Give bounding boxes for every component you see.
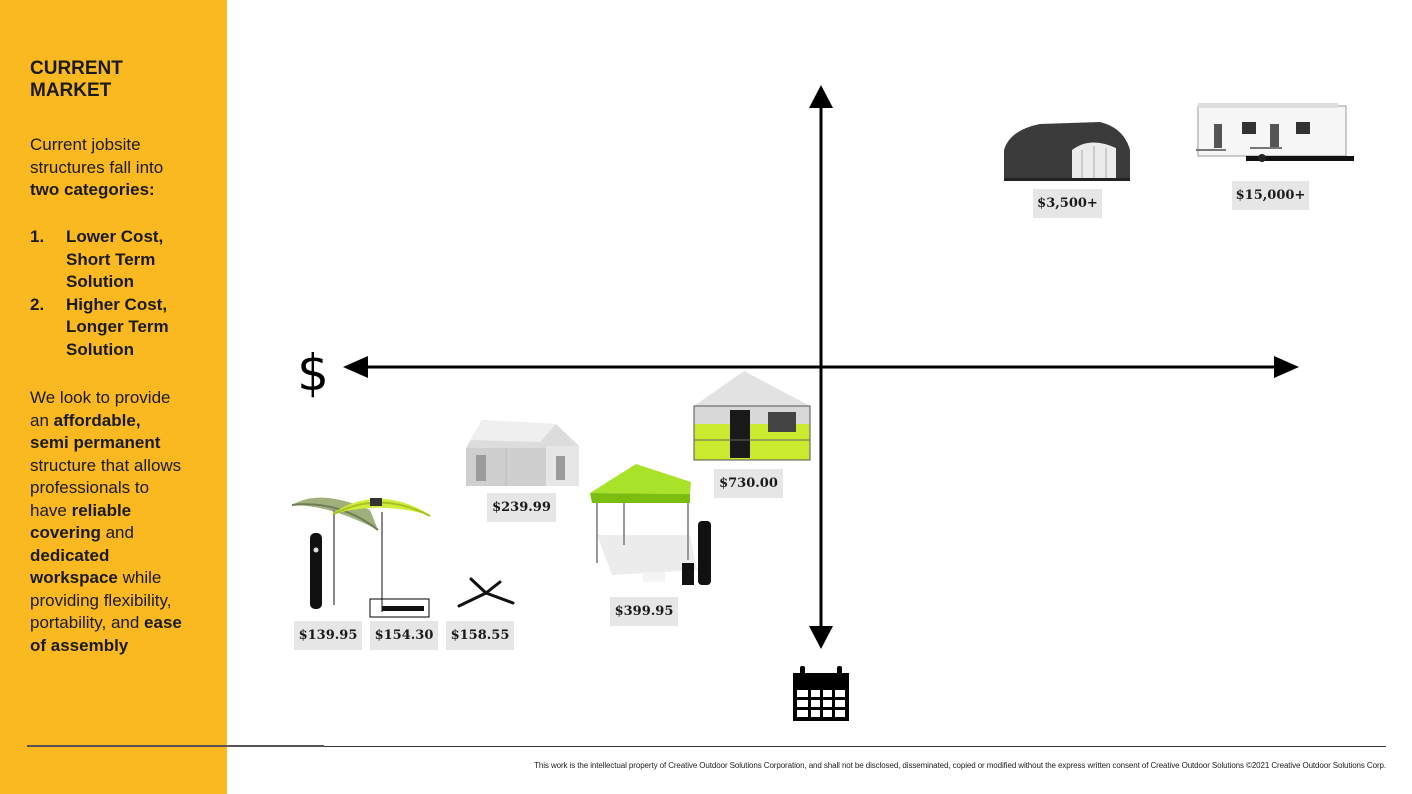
price-tag: $15,000+ bbox=[1232, 181, 1309, 210]
footer-copyright: This work is the intellectual property o… bbox=[534, 761, 1386, 770]
lime-canopy-image bbox=[590, 464, 711, 585]
footer-divider-accent bbox=[27, 745, 324, 747]
sidebar-intro: Current jobsite structures fall into two… bbox=[30, 135, 164, 199]
price-tag: $399.95 bbox=[610, 597, 678, 626]
price-tag: $154.30 bbox=[370, 621, 438, 650]
sidebar-title: CURRENT MARKET bbox=[30, 58, 123, 101]
price-tag: $3,500+ bbox=[1033, 189, 1102, 218]
sidebar-body: We look to provide an affordable, semi p… bbox=[30, 388, 182, 655]
white-canopy-image bbox=[466, 420, 579, 486]
price-tag: $239.99 bbox=[487, 493, 556, 522]
umbrella-base-image bbox=[457, 577, 515, 608]
price-tag: $139.95 bbox=[294, 621, 362, 650]
price-tag: $158.55 bbox=[446, 621, 514, 650]
shelter-building-image bbox=[1004, 122, 1130, 181]
enclosed-shelter-image bbox=[693, 371, 811, 461]
umbrella-lime-image bbox=[330, 498, 432, 618]
dollar-axis-label: $ bbox=[297, 344, 329, 402]
list-item: 1. Lower Cost, Short Term Solution bbox=[30, 227, 164, 291]
arrow-down-icon bbox=[809, 626, 833, 649]
sidebar: CURRENT MARKET Current jobsite structure… bbox=[0, 0, 227, 794]
calendar-icon bbox=[793, 666, 849, 721]
arrow-left-icon bbox=[343, 356, 368, 378]
footer-divider bbox=[27, 746, 1386, 747]
arrow-right-icon bbox=[1274, 356, 1299, 378]
list-item: 2. Higher Cost, Longer Term Solution bbox=[30, 294, 169, 359]
price-tag: $730.00 bbox=[714, 469, 783, 498]
vertical-axis bbox=[809, 85, 833, 649]
office-trailer-image bbox=[1196, 103, 1354, 162]
arrow-up-icon bbox=[809, 85, 833, 108]
category-list: 1. Lower Cost, Short Term Solution 2. Hi… bbox=[30, 226, 210, 361]
